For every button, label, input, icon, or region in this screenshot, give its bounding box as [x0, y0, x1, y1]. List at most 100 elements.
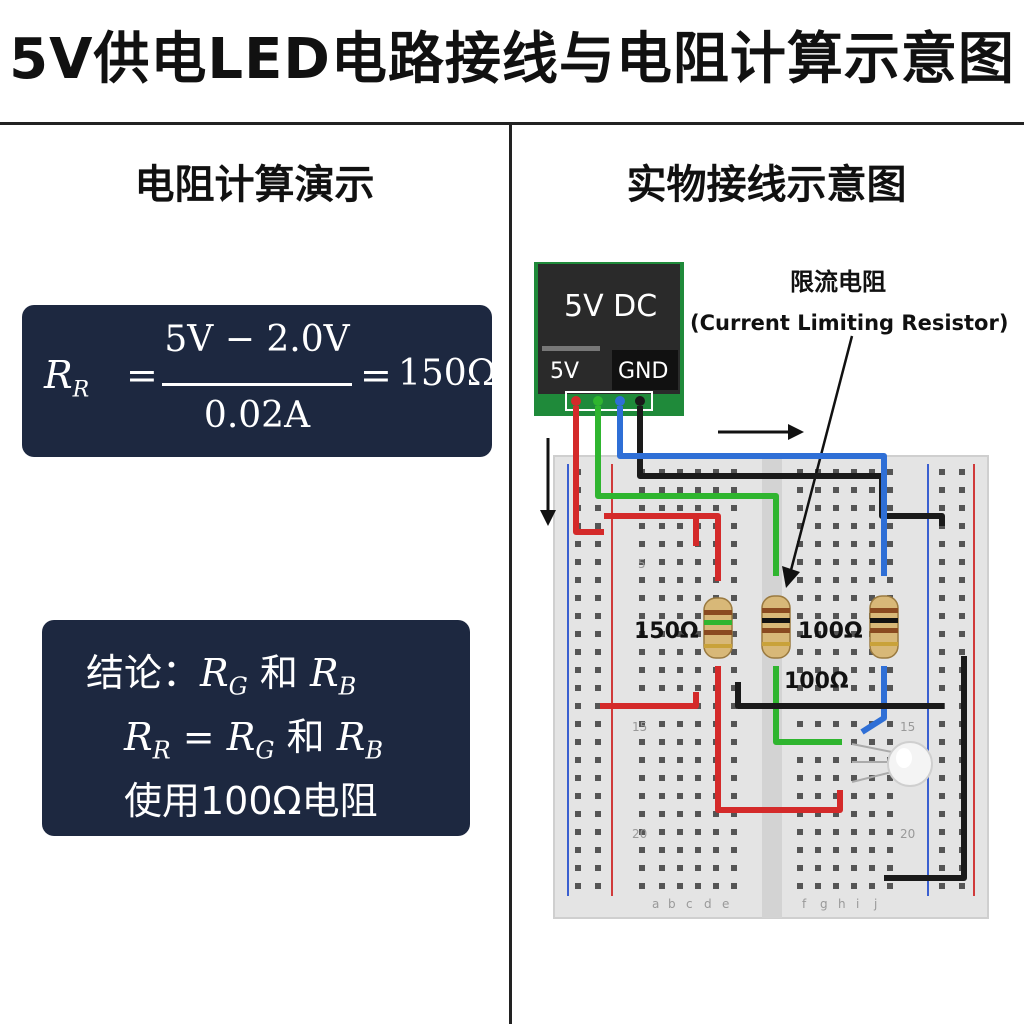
breadboard-hole	[939, 865, 945, 871]
breadboard-hole	[851, 775, 857, 781]
breadboard-hole	[639, 595, 645, 601]
breadboard-hole	[869, 685, 875, 691]
pin-label-5v: 5V	[550, 359, 579, 384]
breadboard-hole	[639, 757, 645, 763]
breadboard-hole	[797, 793, 803, 799]
power-module-label: 5V DC	[564, 289, 657, 324]
wire-black-right	[884, 656, 967, 881]
breadboard-hole	[833, 667, 839, 673]
breadboard-hole	[575, 865, 581, 871]
breadboard-hole	[639, 811, 645, 817]
breadboard-hole	[677, 847, 683, 853]
breadboard-hole	[575, 595, 581, 601]
breadboard-hole	[731, 721, 737, 727]
breadboard-hole	[939, 487, 945, 493]
breadboard-hole	[575, 793, 581, 799]
row-number-5: 5	[638, 557, 646, 571]
breadboard-hole	[851, 559, 857, 565]
main-title: 5V供电LED电路接线与电阻计算示意图	[9, 27, 1015, 92]
breadboard-hole	[939, 469, 945, 475]
breadboard-hole	[695, 649, 701, 655]
breadboard-hole	[575, 631, 581, 637]
breadboard-hole	[869, 541, 875, 547]
breadboard-hole	[869, 757, 875, 763]
breadboard-hole	[797, 469, 803, 475]
breadboard-hole	[713, 883, 719, 889]
header-pin-1	[571, 396, 581, 406]
breadboard-hole	[713, 847, 719, 853]
breadboard-hole	[869, 523, 875, 529]
breadboard-hole	[659, 613, 665, 619]
breadboard-hole	[851, 847, 857, 853]
breadboard-hole	[815, 595, 821, 601]
breadboard-hole	[639, 613, 645, 619]
breadboard-hole	[695, 739, 701, 745]
breadboard-hole	[659, 559, 665, 565]
breadboard-hole	[695, 721, 701, 727]
breadboard-hole	[797, 523, 803, 529]
breadboard-hole	[851, 577, 857, 583]
breadboard-hole	[833, 811, 839, 817]
breadboard-hole	[959, 595, 965, 601]
breadboard-hole	[695, 829, 701, 835]
breadboard-hole	[939, 757, 945, 763]
breadboard-hole	[815, 793, 821, 799]
breadboard-hole	[887, 541, 893, 547]
breadboard-hole	[575, 847, 581, 853]
breadboard-hole	[833, 865, 839, 871]
right-section-title: 实物接线示意图	[626, 162, 907, 208]
conclusion-line-2: RR = RG 和 RB	[124, 715, 383, 765]
breadboard-hole	[939, 595, 945, 601]
breadboard-hole	[797, 613, 803, 619]
breadboard-hole	[815, 685, 821, 691]
annotation-label-en: (Current Limiting Resistor)	[690, 311, 1008, 335]
breadboard-hole	[815, 757, 821, 763]
breadboard-hole	[815, 865, 821, 871]
breadboard-hole	[833, 613, 839, 619]
breadboard-hole	[659, 595, 665, 601]
breadboard-hole	[731, 631, 737, 637]
breadboard-hole	[887, 577, 893, 583]
breadboard-hole	[595, 721, 601, 727]
breadboard-hole	[833, 559, 839, 565]
breadboard-hole	[731, 703, 737, 709]
breadboard-hole	[939, 667, 945, 673]
breadboard-hole	[887, 469, 893, 475]
breadboard-hole	[869, 739, 875, 745]
breadboard-hole	[851, 487, 857, 493]
formula-numerator: 5V − 2.0V	[164, 319, 350, 360]
breadboard-hole	[731, 469, 737, 475]
breadboard-hole	[815, 829, 821, 835]
breadboard-hole	[575, 703, 581, 709]
breadboard-hole	[851, 883, 857, 889]
breadboard-hole	[815, 505, 821, 511]
breadboard-hole	[815, 523, 821, 529]
breadboard-hole	[639, 721, 645, 727]
breadboard-hole	[797, 505, 803, 511]
breadboard-hole	[959, 487, 965, 493]
breadboard-hole	[731, 487, 737, 493]
breadboard-hole	[575, 685, 581, 691]
breadboard-hole	[959, 505, 965, 511]
breadboard-hole	[959, 559, 965, 565]
breadboard-hole	[575, 667, 581, 673]
annotation-label-cn: 限流电阻	[790, 268, 886, 296]
conclusion-card: 结论：RG 和 RB RR = RG 和 RB 使用100Ω电阻	[42, 620, 470, 836]
breadboard-hole	[869, 829, 875, 835]
breadboard-hole	[851, 757, 857, 763]
breadboard-hole	[677, 721, 683, 727]
breadboard-hole	[659, 775, 665, 781]
breadboard-hole	[595, 883, 601, 889]
breadboard-hole	[659, 577, 665, 583]
breadboard-hole	[731, 793, 737, 799]
breadboard-hole	[595, 649, 601, 655]
breadboard-hole	[695, 793, 701, 799]
breadboard-hole	[639, 523, 645, 529]
formula-card: RR = 5V − 2.0V 0.02A = 150Ω	[22, 305, 497, 457]
breadboard-hole	[731, 523, 737, 529]
breadboard-hole	[595, 559, 601, 565]
breadboard-hole	[797, 649, 803, 655]
breadboard-hole	[851, 811, 857, 817]
breadboard-hole	[659, 793, 665, 799]
breadboard-hole	[833, 793, 839, 799]
